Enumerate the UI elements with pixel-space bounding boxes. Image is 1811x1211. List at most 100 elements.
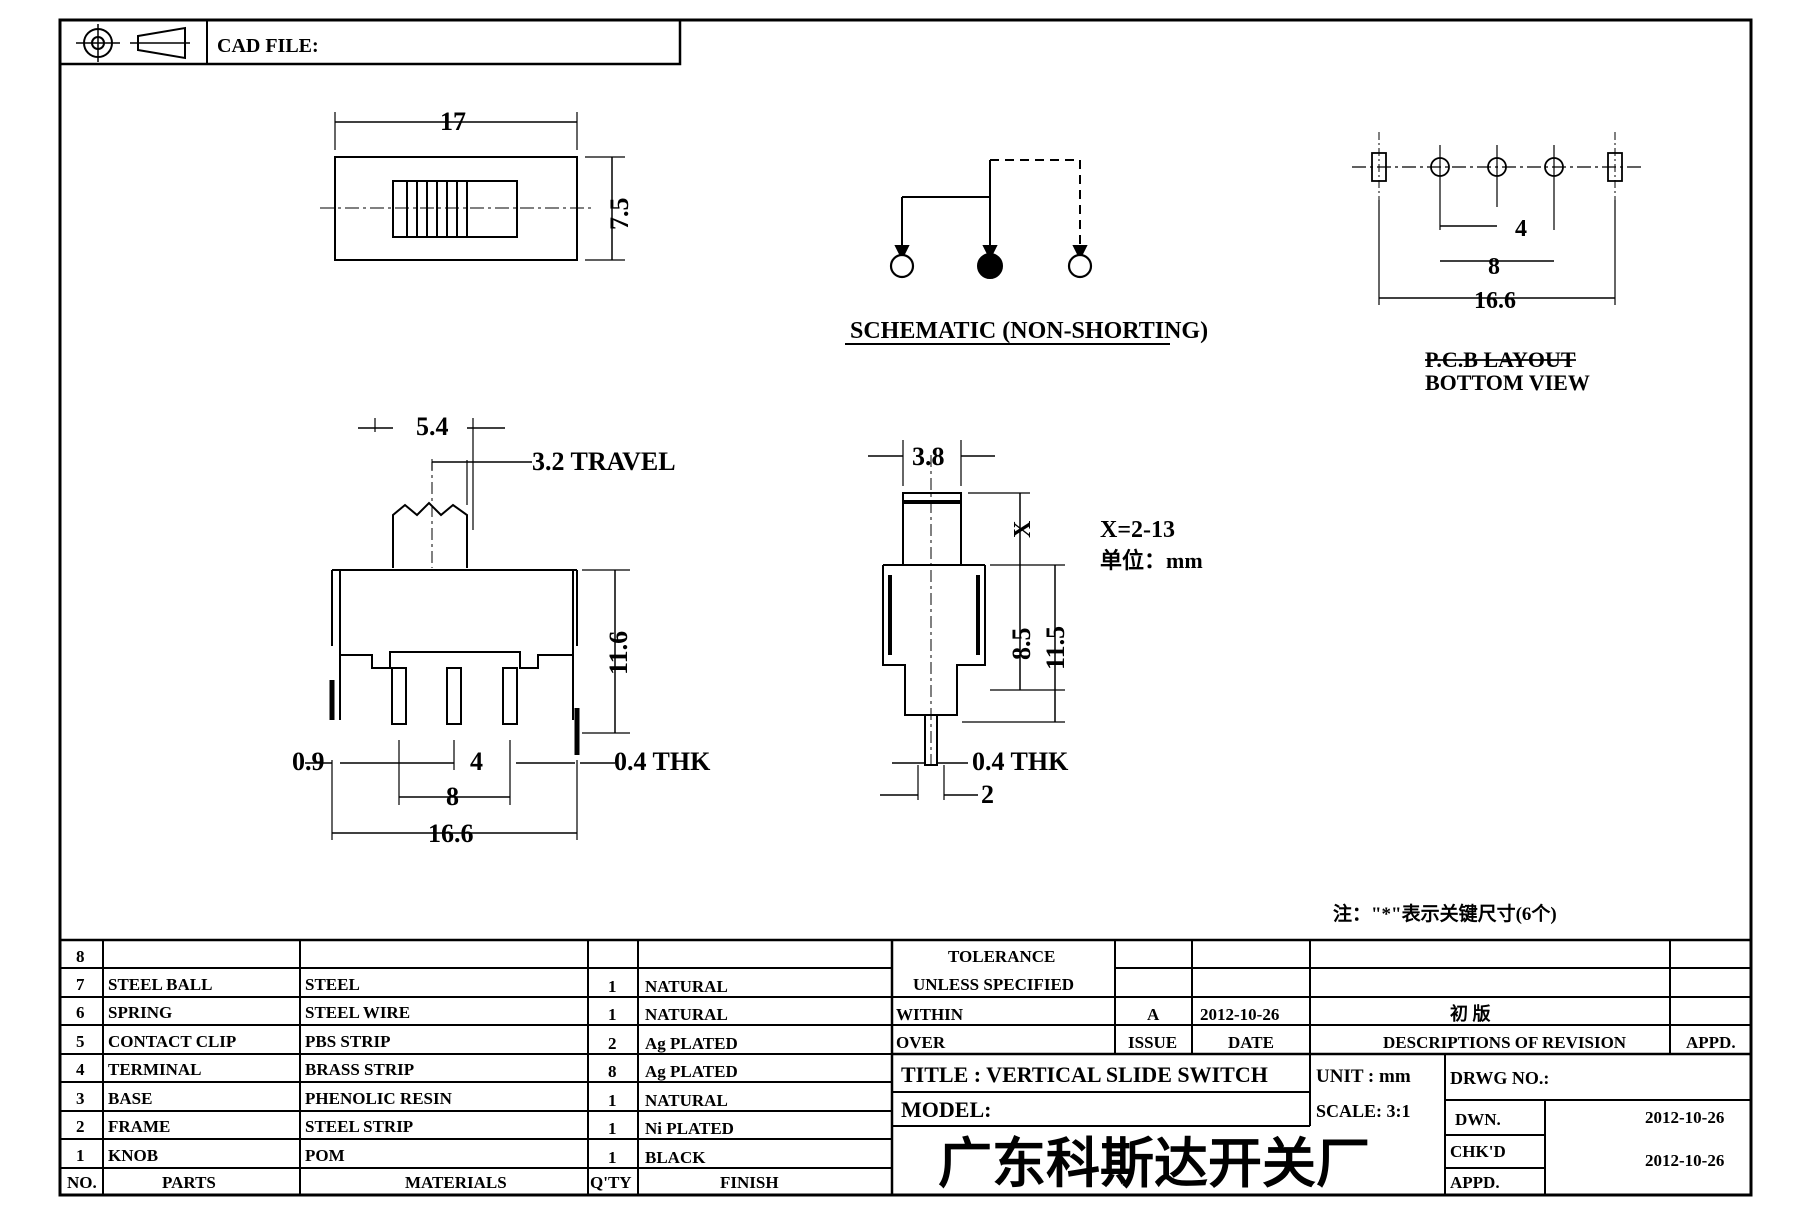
- pcb-layout-diagram: [1352, 132, 1643, 361]
- title-block-text: TOLERANCE UNLESS SPECIFIED WITHIN OVER A…: [896, 947, 1736, 1195]
- side-knob-dim: 3.8: [912, 442, 945, 471]
- pcb-label-line1: P.C.B LAYOUT: [1425, 347, 1576, 372]
- bom-row-qty: 1: [608, 977, 617, 996]
- bom-row-part: TERMINAL: [108, 1060, 202, 1079]
- bom-row-part: CONTACT CLIP: [108, 1032, 236, 1051]
- header-box: CAD FILE:: [58, 18, 682, 66]
- sheet-border: [58, 18, 1753, 1197]
- drawing-title: TITLE : VERTICAL SLIDE SWITCH: [901, 1062, 1268, 1087]
- bom-row-finish: Ni PLATED: [645, 1119, 734, 1138]
- bom-row-part: STEEL BALL: [108, 975, 212, 994]
- bom-row-part: BASE: [108, 1089, 152, 1108]
- front-travel-dim: 3.2 TRAVEL: [532, 447, 676, 476]
- revision-description: 初 版: [1450, 1003, 1491, 1024]
- front-pitch-dim: 4: [470, 747, 483, 776]
- pcb-label-line2: BOTTOM VIEW: [1425, 370, 1590, 395]
- front-thickness-dim: 0.4 THK: [614, 747, 711, 776]
- bom-rows: 8 7 STEEL BALL STEEL 1 NATURAL 6 SPRING …: [67, 947, 779, 1192]
- over-label: OVER: [896, 1033, 946, 1052]
- drawing-number-label: DRWG NO.:: [1450, 1068, 1549, 1088]
- revision-letter: A: [1147, 1005, 1160, 1024]
- footnote: 注："*"表示关键尺寸(6个): [1333, 902, 1557, 925]
- side-x-dim: X: [1010, 520, 1036, 538]
- pcb-total-dim: 16.6: [1474, 288, 1516, 314]
- front-height-dim: 11.6: [604, 631, 633, 675]
- side-pin-dim: 2: [981, 780, 994, 809]
- bom-row-material: PHENOLIC RESIN: [305, 1089, 453, 1108]
- within-label: WITHIN: [896, 1005, 964, 1024]
- bom-row-material: PBS STRIP: [305, 1032, 391, 1051]
- bom-row-qty: 1: [608, 1091, 617, 1110]
- front-span8-dim: 8: [446, 782, 459, 811]
- bom-row-material: POM: [305, 1146, 345, 1165]
- third-angle-projection-icon: [76, 24, 190, 62]
- cad-file-label: CAD FILE:: [217, 35, 319, 57]
- bom-row-no: 7: [76, 975, 85, 994]
- revision-date: 2012-10-26: [1200, 1005, 1279, 1024]
- bom-row-no: 2: [76, 1117, 85, 1136]
- bom-row-no: 1: [76, 1146, 85, 1165]
- appd-header-label: APPD.: [1686, 1033, 1736, 1052]
- bom-row-finish: Ag PLATED: [645, 1034, 738, 1053]
- front-pin-offset-dim: 0.9: [292, 747, 325, 776]
- bom-row-finish: NATURAL: [645, 1091, 728, 1110]
- checked-date: 2012-10-26: [1645, 1151, 1724, 1170]
- bom-header-finish: FINISH: [720, 1173, 779, 1192]
- bom-row-finish: NATURAL: [645, 977, 728, 996]
- unit-note: 单位：mm: [1100, 548, 1203, 573]
- bom-row-material: BRASS STRIP: [305, 1060, 414, 1079]
- pcb-span8-dim: 8: [1488, 254, 1500, 280]
- bom-row-no: 8: [76, 947, 85, 966]
- issue-label: ISSUE: [1128, 1033, 1177, 1052]
- date-label: DATE: [1228, 1033, 1274, 1052]
- front-total-dim: 16.6: [428, 819, 474, 848]
- schematic-diagram: [845, 159, 1170, 345]
- model-label: MODEL:: [901, 1097, 991, 1122]
- side-body-height-dim: 8.5: [1007, 628, 1036, 661]
- bom-header-materials: MATERIALS: [405, 1173, 507, 1192]
- bom-row-qty: 1: [608, 1148, 617, 1167]
- bom-row-qty: 2: [608, 1034, 617, 1053]
- bom-row-part: KNOB: [108, 1146, 158, 1165]
- bom-header-qty: Q'TY: [590, 1173, 632, 1192]
- bom-row-finish: BLACK: [645, 1148, 706, 1167]
- bom-header-parts: PARTS: [162, 1173, 216, 1192]
- bom-row-no: 6: [76, 1003, 85, 1022]
- bom-row-qty: 8: [608, 1062, 617, 1081]
- pcb-pitch-dim: 4: [1515, 216, 1527, 242]
- bom-row-material: STEEL STRIP: [305, 1117, 413, 1136]
- tolerance-label: TOLERANCE: [948, 947, 1055, 966]
- bom-row-material: STEEL: [305, 975, 360, 994]
- bom-table-grid: [60, 938, 1751, 1195]
- bom-row-part: SPRING: [108, 1003, 172, 1022]
- bom-row-material: STEEL WIRE: [305, 1003, 410, 1022]
- front-view: [305, 418, 630, 840]
- front-knob-dim: 5.4: [416, 412, 449, 441]
- checked-label: CHK'D: [1450, 1142, 1506, 1161]
- unit-label: UNIT : mm: [1316, 1066, 1411, 1087]
- bom-row-part: FRAME: [108, 1117, 170, 1136]
- bom-header-no: NO.: [67, 1173, 97, 1192]
- bom-row-no: 5: [76, 1032, 85, 1051]
- descriptions-label: DESCRIPTIONS OF REVISION: [1383, 1033, 1627, 1052]
- scale-label: SCALE: 3:1: [1316, 1101, 1411, 1121]
- bom-row-finish: Ag PLATED: [645, 1062, 738, 1081]
- side-total-height-dim: 11.5: [1041, 626, 1070, 670]
- unless-specified-label: UNLESS SPECIFIED: [913, 975, 1074, 994]
- bom-row-finish: NATURAL: [645, 1005, 728, 1024]
- schematic-label: SCHEMATIC (NON-SHORTING): [850, 318, 1208, 344]
- x-range-note: X=2-13: [1100, 517, 1175, 543]
- side-thickness-dim: 0.4 THK: [972, 747, 1069, 776]
- approved-label: APPD.: [1450, 1173, 1500, 1192]
- top-view-width-dim: 17: [440, 107, 466, 136]
- bom-row-qty: 1: [608, 1005, 617, 1024]
- drawn-label: DWN.: [1455, 1110, 1501, 1129]
- bom-row-no: 3: [76, 1089, 85, 1108]
- bom-row-no: 4: [76, 1060, 85, 1079]
- drawn-date: 2012-10-26: [1645, 1108, 1724, 1127]
- bom-row-qty: 1: [608, 1119, 617, 1138]
- top-view-height-dim: 7.5: [605, 198, 634, 231]
- company-name: 广东科斯达开关厂: [938, 1132, 1370, 1195]
- top-view: [320, 112, 625, 261]
